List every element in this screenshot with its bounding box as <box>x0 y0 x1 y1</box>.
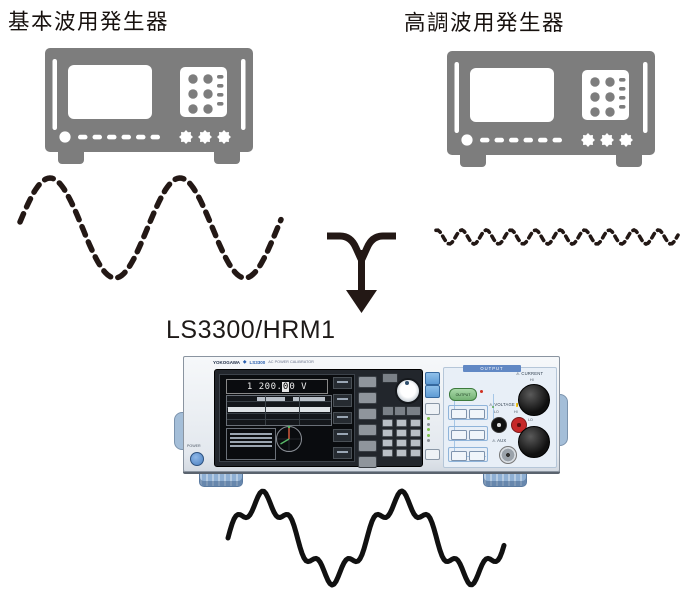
left-foot <box>199 470 243 487</box>
warning-icon: ⚠ <box>489 402 493 407</box>
settings-table <box>226 395 332 426</box>
label-harmonic-generator: 高調波用発生器 <box>404 11 566 35</box>
arrow-right-button <box>394 406 406 416</box>
channel3-buttons <box>448 447 488 462</box>
channel-i-button <box>469 408 485 419</box>
range-up-button <box>425 372 440 385</box>
keypad-key <box>396 429 407 437</box>
voltage-text: VOLTAGE <box>494 402 515 407</box>
harmonic-wave <box>434 228 680 246</box>
right-foot <box>483 470 527 487</box>
channel-i-button <box>469 450 485 461</box>
model-title: LS3300/HRM1 <box>166 316 336 344</box>
power-label: POWER <box>187 444 201 448</box>
rotary-knob <box>395 378 421 404</box>
combined-wave <box>225 488 507 588</box>
softkey-button <box>358 376 377 388</box>
softkey-button <box>358 440 377 452</box>
keypad-key <box>410 439 421 447</box>
keypad-key <box>410 429 421 437</box>
aux-bnc-connector <box>499 446 517 464</box>
keypad-key <box>396 419 407 427</box>
keypad-key <box>382 439 393 447</box>
label-fundamental-generator: 基本波用発生器 <box>8 10 170 34</box>
channel-v-button <box>451 450 467 461</box>
config-button <box>425 403 440 415</box>
voltage-label: ⚠ VOLTAGE ! <box>489 402 519 407</box>
output-section: OUTPUT OUTPUT <box>443 365 557 468</box>
wire-vertical-left <box>454 401 455 456</box>
keypad-key <box>410 419 421 427</box>
channel2-buttons <box>448 426 488 441</box>
output-button: OUTPUT <box>449 388 477 401</box>
fuse-led <box>480 390 483 393</box>
display-menu-column <box>333 377 352 460</box>
keypad-key <box>382 429 393 437</box>
brand-strip: YOKOGAWA ◆ LS3300 AC POWER CALIBRATOR <box>213 359 314 365</box>
channel-v-button <box>451 429 467 440</box>
voltage-hi-label: HI <box>514 410 518 414</box>
readout-prefix: 1 200. <box>246 381 283 392</box>
keypad-key <box>382 419 393 427</box>
wire-vertical-mid <box>493 394 494 422</box>
aux-label: ⚠ AUX <box>492 438 506 443</box>
voltage-lo-label: LO <box>494 410 499 414</box>
ls3300-instrument: YOKOGAWA ◆ LS3300 AC POWER CALIBRATOR PO… <box>183 356 560 472</box>
softkey-column <box>358 376 377 468</box>
softkey-button <box>358 408 377 420</box>
voltage-warning-chip: ! <box>516 403 519 407</box>
power-button <box>190 452 204 466</box>
harmonic-generator-icon <box>447 51 655 168</box>
warning-icon: ⚠ <box>516 371 520 376</box>
keypad-key <box>410 449 421 457</box>
keypad-key <box>382 449 393 457</box>
numeric-keypad <box>382 419 421 457</box>
current-lo-label: LO <box>528 418 533 422</box>
readout-cursor-digit: 0 <box>282 381 290 392</box>
channel1-buttons <box>448 405 488 420</box>
aux-text: AUX <box>497 438 507 443</box>
brand-tagline: AC POWER CALIBRATOR <box>268 360 314 364</box>
merge-arrow <box>327 232 396 313</box>
rotary-knob-indicator <box>405 381 409 385</box>
wire-node <box>492 406 495 409</box>
brand-diamond-icon: ◆ <box>243 359 247 364</box>
readout-suffix: 0 V <box>289 381 308 392</box>
brand-model: LS3300 <box>249 359 266 365</box>
channel-v-button <box>451 408 467 419</box>
output-header: OUTPUT <box>463 365 521 372</box>
escape-button <box>382 373 398 383</box>
softkey-button <box>358 392 377 404</box>
current-label: ⚠ CURRENT <box>516 371 543 376</box>
warning-icon: ⚠ <box>492 438 496 443</box>
current-lo-knob <box>518 426 550 458</box>
current-text: CURRENT <box>521 371 544 376</box>
status-led-column <box>427 417 430 443</box>
current-hi-label: HI <box>530 378 534 382</box>
channel-i-button <box>469 429 485 440</box>
current-hi-knob <box>518 384 550 416</box>
lock-button <box>425 449 440 460</box>
softkey-button <box>358 424 377 436</box>
fundamental-generator-icon <box>45 48 253 165</box>
measurement-box <box>226 428 276 460</box>
softkey-button <box>358 456 377 468</box>
fundamental-wave <box>17 175 284 281</box>
range-down-button <box>425 385 440 398</box>
keypad-key <box>396 439 407 447</box>
arrow-left-button <box>382 406 394 416</box>
keypad-key <box>396 449 407 457</box>
phase-vector-display <box>276 425 302 452</box>
enter-button <box>406 406 421 416</box>
voltage-lo-terminal <box>491 417 507 433</box>
brand-name: YOKOGAWA <box>213 359 241 365</box>
